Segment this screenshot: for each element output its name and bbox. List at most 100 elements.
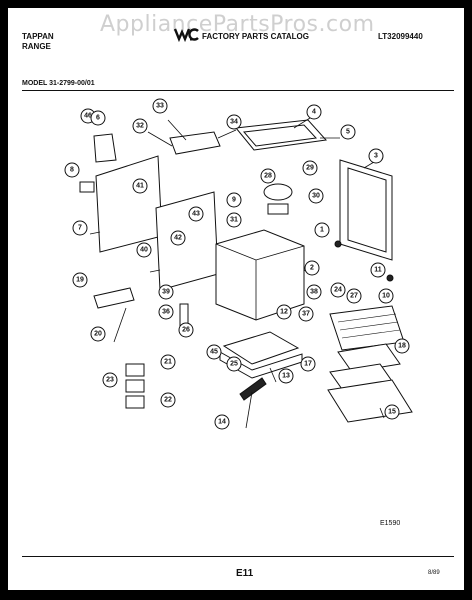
callout-number: 31 — [230, 217, 238, 224]
callout-circle — [226, 212, 242, 228]
callout-number: 22 — [164, 397, 172, 404]
catalog-title: FACTORY PARTS CATALOG — [202, 32, 309, 41]
callout-number: 7 — [78, 225, 82, 232]
callout-number: 34 — [230, 119, 238, 126]
callout-number: 14 — [218, 419, 226, 426]
callout-circle — [226, 114, 242, 130]
part-side-panel — [95, 155, 163, 253]
part-burner — [263, 183, 293, 201]
callout-4: 4 — [306, 104, 322, 120]
callout-number: 6 — [96, 115, 100, 122]
callout-circle — [276, 304, 292, 320]
callout-number: 43 — [192, 211, 200, 218]
callout-27: 27 — [346, 288, 362, 304]
callout-number: 45 — [210, 349, 218, 356]
callout-number: 8 — [70, 167, 74, 174]
callout-circle — [384, 404, 400, 420]
callout-3: 3 — [368, 148, 384, 164]
callout-number: 37 — [302, 311, 310, 318]
callout-circle — [346, 288, 362, 304]
callout-circle — [178, 322, 194, 338]
callout-34: 34 — [226, 114, 242, 130]
callout-19: 19 — [72, 272, 88, 288]
callout-circle — [304, 260, 320, 276]
callout-number: 40 — [140, 247, 148, 254]
callout-circle — [102, 372, 118, 388]
callout-number: 17 — [304, 361, 312, 368]
catalog-sheet: AppliancePartsPros.com TAPPAN RANGE FACT… — [8, 8, 464, 590]
callout-circle — [330, 282, 346, 298]
callout-31: 31 — [226, 212, 242, 228]
callout-circle — [314, 222, 330, 238]
callout-circle — [394, 338, 410, 354]
part-shapes — [79, 119, 413, 423]
callout-25: 25 — [226, 356, 242, 372]
callout-circle — [90, 110, 106, 126]
callout-number: 12 — [280, 309, 288, 316]
callout-circle — [226, 192, 242, 208]
callout-7: 7 — [72, 220, 88, 236]
part-rack — [329, 305, 405, 351]
callout-circle — [160, 392, 176, 408]
callout-circle — [298, 306, 314, 322]
callout-45: 45 — [206, 344, 222, 360]
callout-number: 10 — [382, 293, 390, 300]
callout-circle — [72, 220, 88, 236]
callout-number: 11 — [374, 267, 382, 274]
callout-41: 41 — [132, 178, 148, 194]
callout-circle — [158, 304, 174, 320]
callout-number: 21 — [164, 359, 172, 366]
part-broiler-top — [222, 331, 300, 365]
callout-circle — [306, 104, 322, 120]
callout-number: 2 — [310, 265, 314, 272]
callout-number: 30 — [312, 193, 320, 200]
callout-number: 27 — [350, 293, 358, 300]
callout-circle — [260, 168, 276, 184]
callout-number: 39 — [162, 289, 170, 296]
callout-circle — [302, 160, 318, 176]
callout-number: 20 — [94, 331, 102, 338]
part-cup — [93, 133, 117, 163]
brand-name: TAPPAN — [22, 32, 54, 41]
callout-circle — [278, 368, 294, 384]
part-bracket — [169, 131, 221, 155]
callout-14: 14 — [214, 414, 230, 430]
page-number: E11 — [236, 568, 254, 579]
part-block — [79, 181, 95, 193]
callout-number: 4 — [312, 109, 316, 116]
callout-circle — [370, 262, 386, 278]
callout-number: 38 — [310, 289, 318, 296]
callout-circle — [226, 356, 242, 372]
callout-number: 25 — [230, 361, 238, 368]
product-type: RANGE — [22, 42, 51, 51]
callout-8: 8 — [64, 162, 80, 178]
callout-43: 43 — [188, 206, 204, 222]
callout-38: 38 — [306, 284, 322, 300]
callout-22: 22 — [160, 392, 176, 408]
callout-circle — [206, 344, 222, 360]
callout-number: 1 — [320, 227, 324, 234]
callout-37: 37 — [298, 306, 314, 322]
callout-6: 6 — [90, 110, 106, 126]
top-rule — [22, 90, 454, 91]
part-burner-valve — [267, 203, 289, 215]
date-code: 8/89 — [428, 570, 440, 576]
callout-number: 32 — [136, 123, 144, 130]
callout-number: 19 — [76, 277, 84, 284]
part-oven-cavity — [215, 229, 305, 321]
callout-circle — [188, 206, 204, 222]
callout-15: 15 — [384, 404, 400, 420]
callout-circle — [308, 188, 324, 204]
callout-number: 41 — [136, 183, 144, 190]
callout-18: 18 — [394, 338, 410, 354]
leader-lines — [89, 117, 385, 429]
callout-42: 42 — [170, 230, 186, 246]
part-bar — [93, 287, 135, 309]
callout-circle — [214, 414, 230, 430]
callout-circle — [160, 354, 176, 370]
callout-number: 28 — [264, 173, 272, 180]
callout-number: 5 — [346, 129, 350, 136]
callout-11: 11 — [370, 262, 386, 278]
